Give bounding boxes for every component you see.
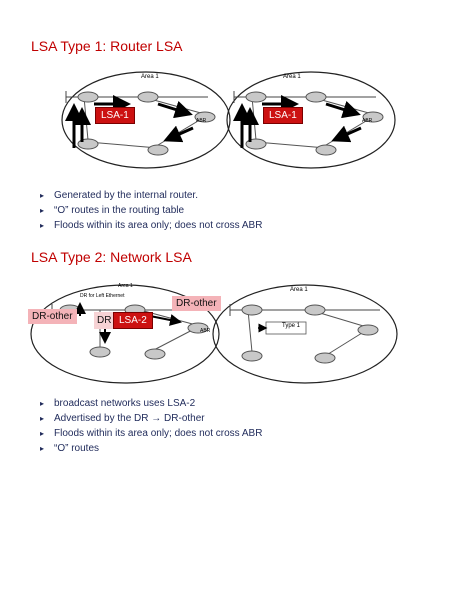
router-icon xyxy=(89,346,111,358)
flood-arrow xyxy=(163,125,194,143)
router-icon xyxy=(304,304,326,316)
bullet-item: ▸Floods within its area only; does not c… xyxy=(40,220,263,231)
router-icon xyxy=(241,304,263,316)
area-ellipse-left xyxy=(30,284,220,384)
router-icon xyxy=(137,91,159,103)
router-icon xyxy=(241,350,263,362)
flood-arrow xyxy=(149,314,182,326)
section2-bullet-list: ▸broadcast networks uses LSA-2 ▸Advertis… xyxy=(40,396,262,456)
flood-arrow xyxy=(157,100,193,119)
abr-router-icon xyxy=(362,111,384,123)
abr-router-icon xyxy=(187,322,209,334)
bullet-item: ▸broadcast networks uses LSA-2 xyxy=(40,398,196,409)
lsa-badge-right: LSA-1 xyxy=(263,107,303,124)
bullet-arrow-icon: ▸ xyxy=(40,414,45,423)
section1-bullet-list: ▸Generated by the internal router. ▸“O” … xyxy=(40,188,262,233)
bullet-item: ▸“O” routes xyxy=(40,443,100,454)
lsa-badge-left: LSA-1 xyxy=(95,107,135,124)
abr-label-right: ABR xyxy=(362,118,373,124)
dr-other-label-right: DR-other xyxy=(172,296,221,311)
type-label: Type 1 xyxy=(282,323,301,329)
bullet-item: ▸“O” routes in the routing table xyxy=(40,205,185,216)
area-ellipse-right xyxy=(226,71,396,169)
router-icon xyxy=(147,144,169,156)
router-icon xyxy=(315,144,337,156)
area-label-right: Area 1 xyxy=(290,287,308,293)
flood-arrow xyxy=(331,125,362,143)
abr-label-left: ABR xyxy=(196,118,207,124)
bullet-arrow-icon: ▸ xyxy=(40,429,45,438)
router-icon xyxy=(305,91,327,103)
bullet-item: ▸Advertised by the DR → DR-other xyxy=(40,413,205,424)
area-ellipse-left xyxy=(61,71,231,169)
section2-title: LSA Type 2: Network LSA xyxy=(31,249,192,265)
area-ellipse-right xyxy=(212,284,398,384)
dr-other-label-left: DR-other xyxy=(28,309,77,324)
router-icon xyxy=(77,91,99,103)
router-lsa-diagram xyxy=(61,71,396,169)
lsa2-badge: LSA-2 xyxy=(113,312,153,329)
bullet-item: ▸Generated by the internal router. xyxy=(40,190,198,201)
flood-arrow xyxy=(325,100,361,119)
abr-router-icon xyxy=(194,111,216,123)
bullet-arrow-icon: ▸ xyxy=(40,206,45,215)
router-icon xyxy=(314,352,336,364)
area-label-right: Area 1 xyxy=(283,74,301,80)
bullet-arrow-icon: ▸ xyxy=(40,221,45,230)
area-label-left: Area 1 xyxy=(141,74,159,80)
bullet-item: ▸Floods within its area only; does not c… xyxy=(40,428,263,439)
bullet-arrow-icon: ▸ xyxy=(40,399,45,408)
dr-caption: DR for Left Ethernet xyxy=(80,293,125,299)
router-icon xyxy=(144,348,166,360)
abr-label: ABR xyxy=(200,328,211,334)
area-label-left: Area 1 xyxy=(118,283,133,289)
section1-title: LSA Type 1: Router LSA xyxy=(31,38,183,54)
bullet-arrow-icon: ▸ xyxy=(40,191,45,200)
dr-label: DR xyxy=(94,312,115,329)
abr-router-icon xyxy=(357,324,379,336)
bullet-arrow-icon: ▸ xyxy=(40,444,45,453)
router-icon xyxy=(245,91,267,103)
